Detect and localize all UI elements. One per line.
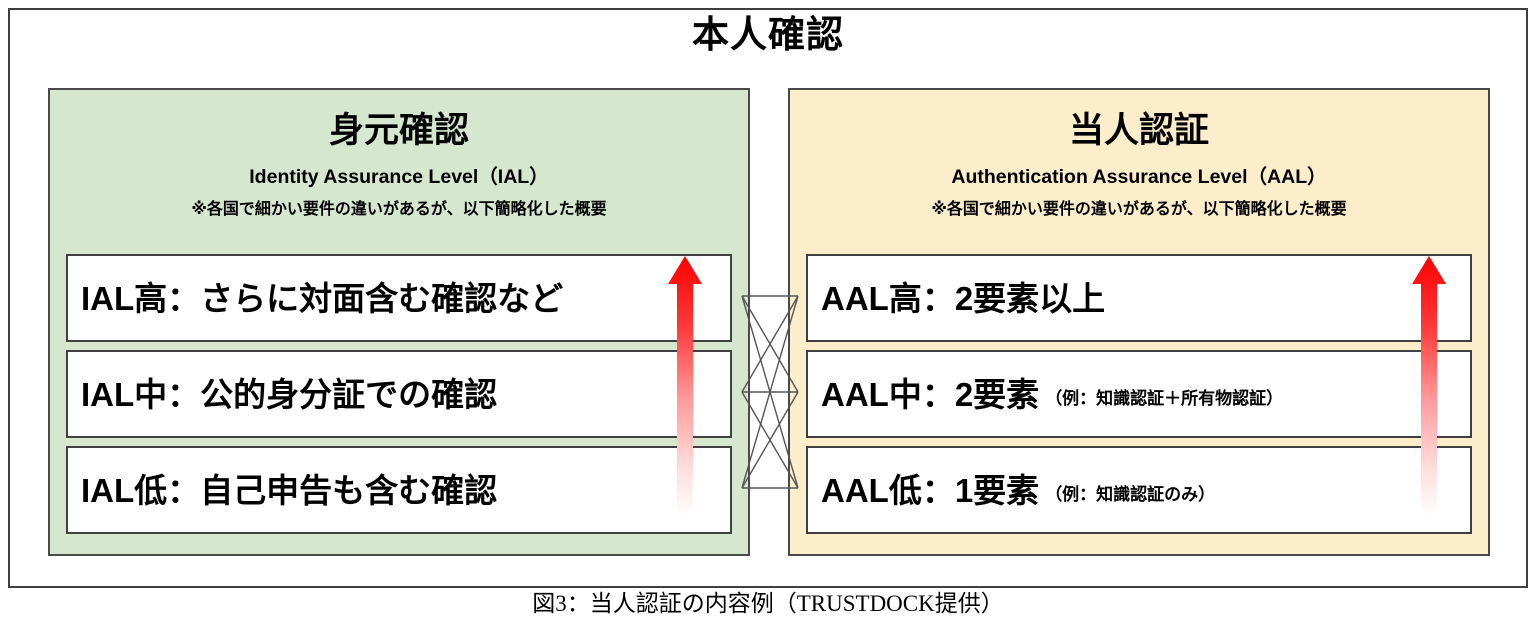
level-note xyxy=(1105,294,1111,303)
level-note xyxy=(497,390,503,399)
panel-title-right: 当人認証 xyxy=(1068,111,1209,150)
level-label: AAL高：2要素以上 xyxy=(821,279,1106,317)
panel-note-right: ※各国で細かい要件の違いがあるが、以下簡略化した概要 xyxy=(931,200,1347,218)
level-row-aal-medium[interactable]: AAL中：2要素 （例：知識認証＋所有物認証） xyxy=(806,350,1472,438)
panel-subtitle-right: Authentication Assurance Level（AAL） xyxy=(951,166,1327,188)
level-row-ial-medium[interactable]: IAL中：公的身分証での確認 xyxy=(66,350,732,438)
figure-caption: 図3：当人認証の内容例（TRUSTDOCK提供） xyxy=(532,591,1004,616)
level-row-ial-high[interactable]: IAL高：さらに対面含む確認など xyxy=(66,254,732,342)
panel-note-left: ※各国で細かい要件の違いがあるが、以下簡略化した概要 xyxy=(191,200,607,218)
panel-subtitle-left: Identity Assurance Level（IAL） xyxy=(249,166,549,188)
level-row-aal-high[interactable]: AAL高：2要素以上 xyxy=(806,254,1472,342)
level-row-ial-low[interactable]: IAL低：自己申告も含む確認 xyxy=(66,446,732,534)
level-note xyxy=(497,486,503,495)
level-label: AAL中：2要素 xyxy=(821,375,1040,413)
panel-authentication: 当人認証 Authentication Assurance Level（AAL）… xyxy=(788,88,1490,556)
level-label: IAL高：さらに対面含む確認など xyxy=(81,279,564,317)
level-list-right: AAL高：2要素以上 AAL中：2要素 （例：知識認証＋所有物認証） AAL低：… xyxy=(806,254,1472,534)
level-row-aal-low[interactable]: AAL低：1要素 （例：知識認証のみ） xyxy=(806,446,1472,534)
level-note: （例：知識認証のみ） xyxy=(1045,485,1216,504)
level-label: AAL低：1要素 xyxy=(821,471,1040,509)
panel-identity-proofing: 身元確認 Identity Assurance Level（IAL） ※各国で細… xyxy=(48,88,750,556)
level-note: （例：知識認証＋所有物認証） xyxy=(1045,389,1284,408)
level-label: IAL中：公的身分証での確認 xyxy=(81,375,498,413)
level-label: IAL低：自己申告も含む確認 xyxy=(81,471,498,509)
panel-title-left: 身元確認 xyxy=(328,111,469,150)
page-title: 本人確認 xyxy=(692,14,844,55)
level-note xyxy=(563,294,569,303)
level-list-left: IAL高：さらに対面含む確認など IAL中：公的身分証での確認 IAL低：自己申… xyxy=(66,254,732,534)
